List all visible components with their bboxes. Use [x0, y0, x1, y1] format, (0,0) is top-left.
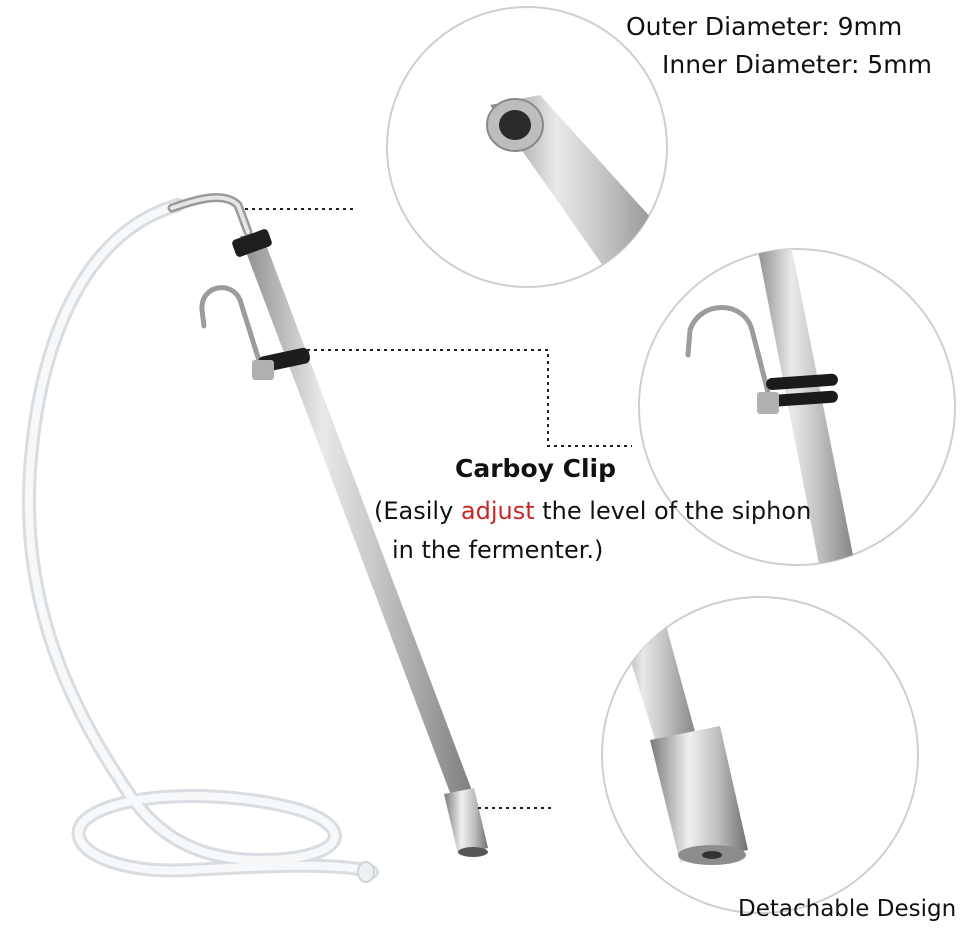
detail-circle-clip	[638, 248, 956, 566]
carboy-clip	[199, 285, 310, 380]
outer-diameter-label: Outer Diameter: 9mm	[626, 12, 903, 41]
carboy-clip-description-line2: in the fermenter.)	[392, 536, 604, 564]
detail-circle-detachable	[601, 596, 919, 914]
detail-circle-diameter	[386, 6, 668, 288]
description-highlight: adjust	[460, 497, 535, 525]
siphon-cane	[167, 193, 488, 857]
silicone-tubing	[21, 198, 379, 883]
description-text: the level of the siphon	[534, 497, 812, 525]
carboy-clip-title: Carboy Clip	[455, 454, 616, 483]
leader-lines	[245, 208, 632, 809]
carboy-clip-description: (Easily adjust the level of the siphon	[374, 497, 811, 525]
inner-diameter-label: Inner Diameter: 5mm	[662, 50, 932, 79]
description-text: (Easily	[374, 497, 461, 525]
detachable-design-label: Detachable Design	[738, 896, 957, 922]
